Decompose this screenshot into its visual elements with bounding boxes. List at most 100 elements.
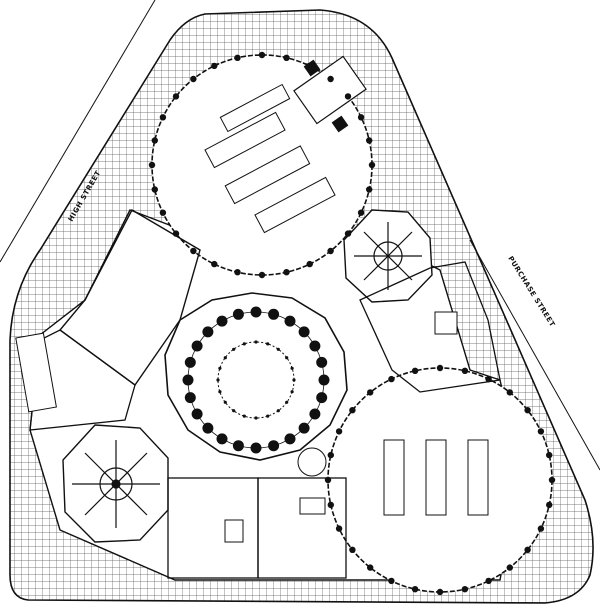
column <box>537 525 545 532</box>
column <box>190 75 197 83</box>
column <box>232 440 244 452</box>
column <box>335 428 343 435</box>
column <box>327 247 334 255</box>
column <box>184 392 196 404</box>
column <box>298 422 310 434</box>
column <box>344 93 352 100</box>
column <box>266 414 270 418</box>
column <box>290 366 294 370</box>
column <box>211 260 218 268</box>
column <box>436 588 444 596</box>
column <box>254 340 258 344</box>
column <box>524 407 531 414</box>
column <box>242 342 246 346</box>
column <box>191 340 203 352</box>
column <box>524 546 531 553</box>
column <box>151 186 158 193</box>
column <box>327 75 334 83</box>
column <box>366 186 373 193</box>
column <box>218 390 222 394</box>
column <box>506 564 513 571</box>
column-dots <box>148 51 556 596</box>
column <box>184 356 196 368</box>
column <box>461 586 469 593</box>
rotunda-core <box>217 341 295 419</box>
column <box>327 451 334 459</box>
column <box>548 476 556 484</box>
column <box>232 347 236 351</box>
column <box>285 356 289 360</box>
column <box>485 375 492 383</box>
column <box>268 308 280 320</box>
column <box>276 347 280 351</box>
column <box>191 408 203 420</box>
column <box>211 62 218 70</box>
column <box>368 161 376 169</box>
column <box>216 378 220 382</box>
column <box>276 409 280 413</box>
column <box>290 390 294 394</box>
column <box>367 389 374 396</box>
column <box>232 308 244 320</box>
column <box>357 114 365 121</box>
column <box>216 433 228 445</box>
southeast-hall-seating <box>383 439 489 516</box>
west-octagon-spokes <box>72 440 160 528</box>
column <box>218 366 222 370</box>
column <box>172 230 180 237</box>
column <box>283 269 290 276</box>
column <box>349 546 356 553</box>
column <box>485 577 492 585</box>
column <box>234 269 241 276</box>
west-entrance <box>15 332 57 413</box>
column <box>285 400 289 404</box>
south-room-b <box>257 477 347 579</box>
column <box>182 374 194 386</box>
column <box>234 54 241 61</box>
column <box>266 342 270 346</box>
column <box>324 476 332 484</box>
column <box>202 422 214 434</box>
column <box>388 577 395 585</box>
high-street-line <box>0 0 156 263</box>
column <box>250 442 262 454</box>
column <box>242 414 246 418</box>
column <box>223 356 227 360</box>
column <box>258 271 266 279</box>
south-fixture-2 <box>224 519 244 543</box>
column <box>284 315 296 327</box>
column <box>232 409 236 413</box>
column <box>357 209 365 216</box>
south-fixture <box>299 497 326 515</box>
column <box>159 209 167 216</box>
column <box>316 356 328 368</box>
column <box>258 51 266 59</box>
spiral-stair <box>297 447 327 477</box>
column <box>292 378 296 382</box>
purchase-street-line <box>469 239 600 471</box>
column <box>411 367 419 374</box>
column <box>268 440 280 452</box>
column <box>309 340 321 352</box>
column <box>344 230 352 237</box>
column <box>216 315 228 327</box>
column <box>284 433 296 445</box>
column <box>306 260 313 268</box>
column <box>283 54 290 61</box>
column <box>327 501 334 509</box>
column <box>436 364 444 372</box>
east-stair <box>434 311 458 335</box>
column <box>190 247 197 255</box>
column <box>306 62 313 70</box>
column <box>367 564 374 571</box>
column <box>202 326 214 338</box>
column <box>411 586 419 593</box>
column <box>537 428 545 435</box>
column <box>316 392 328 404</box>
column <box>148 161 156 169</box>
column <box>223 400 227 404</box>
east-wing <box>359 261 501 393</box>
column <box>546 451 553 459</box>
column <box>335 525 343 532</box>
